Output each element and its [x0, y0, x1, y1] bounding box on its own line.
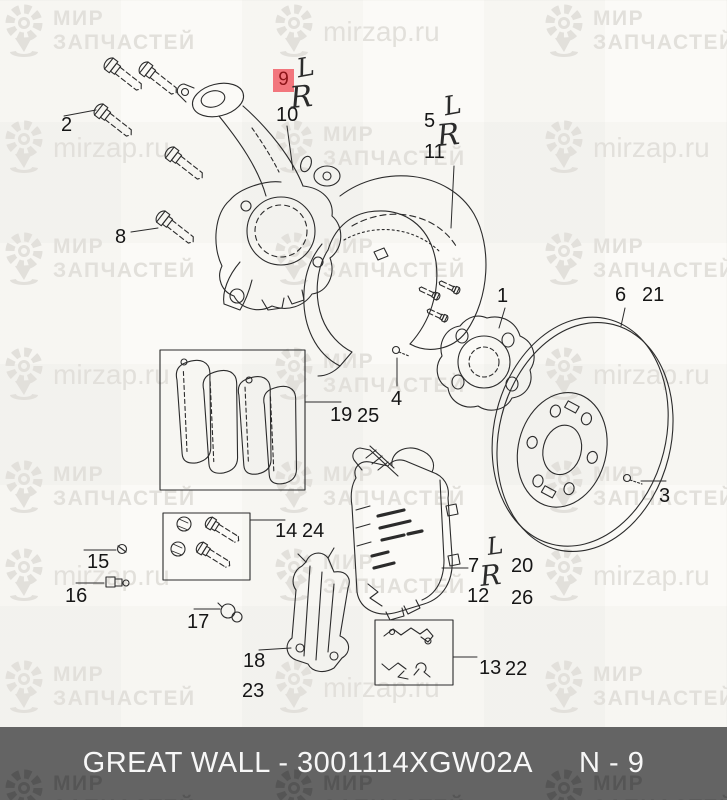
pins-drawing [163, 513, 250, 580]
hub-drawing [417, 278, 534, 410]
watermark-brand-line2: ЗАПЧАСТЕЙ [53, 794, 196, 800]
pads-drawing [160, 350, 305, 490]
bolts-drawing [91, 55, 208, 248]
watermark-brand-line2: ЗАПЧАСТЕЙ [323, 794, 466, 800]
shield-drawing [299, 155, 486, 376]
mirzap-logo-icon [2, 767, 46, 800]
leader-lines [64, 110, 666, 657]
footer-part-title: GREAT WALL - 3001114XGW02A [82, 747, 533, 779]
clips-drawing [375, 620, 453, 685]
knuckle-drawing [177, 78, 340, 310]
exploded-diagram [0, 55, 727, 727]
watermark-brand-line2: ЗАПЧАСТЕЙ [593, 794, 727, 800]
footer-page-ref: N - 9 [579, 747, 645, 779]
small-parts-drawing [106, 347, 642, 623]
caliper-drawing [351, 446, 460, 620]
bracket-drawing [287, 548, 349, 671]
